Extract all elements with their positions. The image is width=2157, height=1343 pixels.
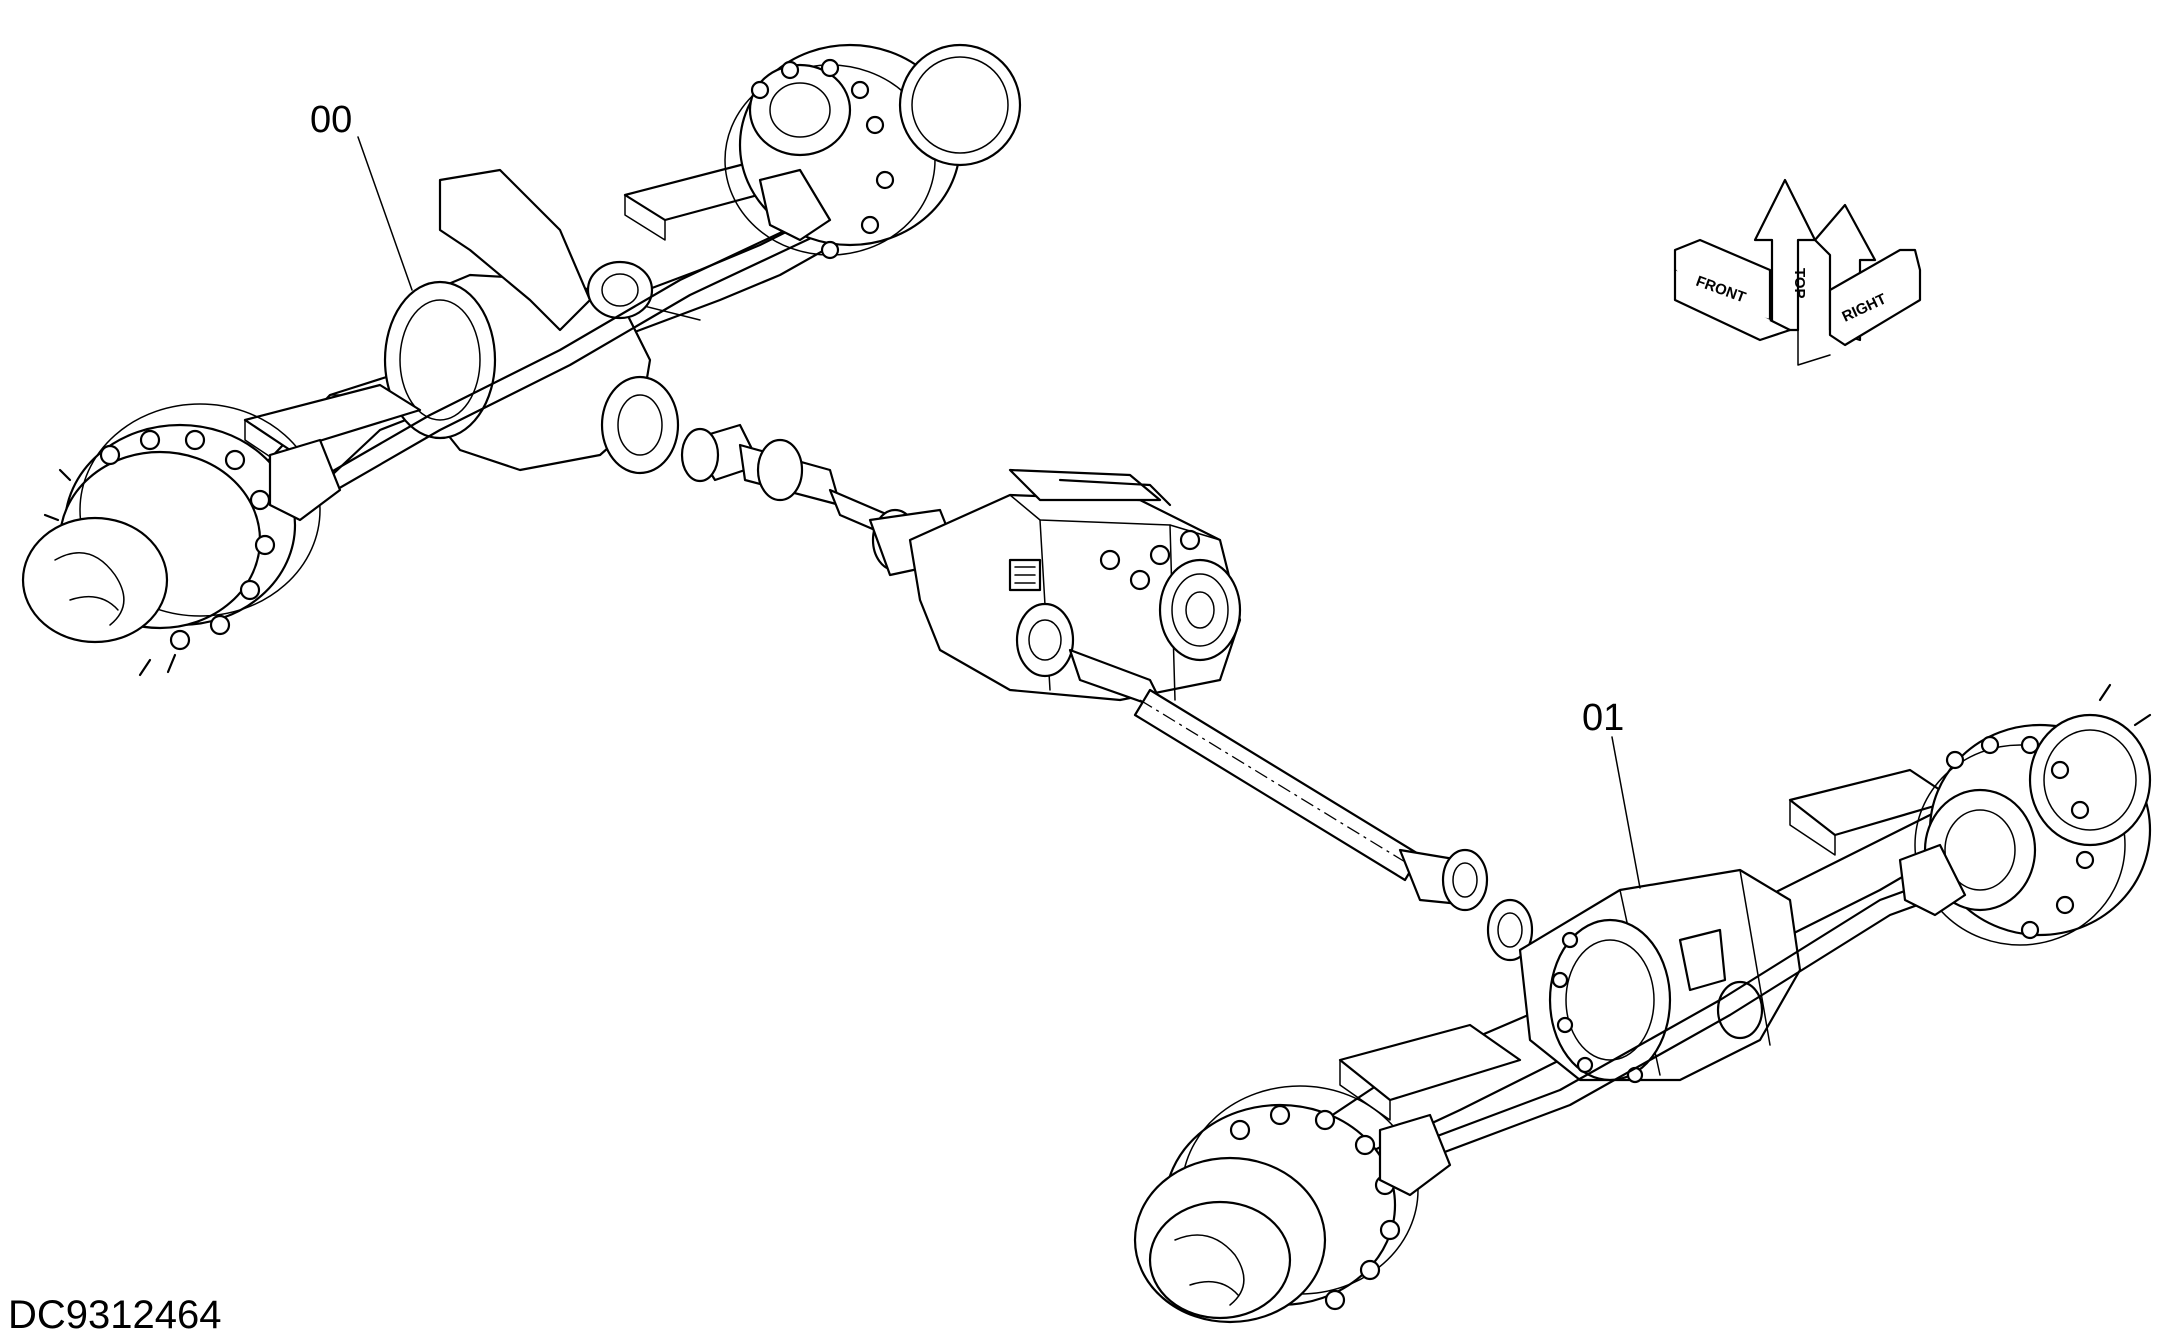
callout-front-axle: 00 bbox=[310, 99, 352, 141]
drawing-number: DC9312464 bbox=[8, 1293, 222, 1337]
orientation-indicator: TOP FRONT RIGHT bbox=[1673, 178, 1922, 366]
front-axle-assembly bbox=[21, 43, 1022, 677]
front-driveshaft bbox=[680, 423, 962, 577]
leader-line-rear-axle bbox=[1611, 736, 1641, 889]
right-arrow-icon bbox=[1828, 248, 1922, 347]
rear-axle-assembly bbox=[1133, 683, 2152, 1324]
callout-rear-axle: 01 bbox=[1582, 697, 1624, 739]
leader-line-front-axle bbox=[357, 136, 413, 291]
rear-driveshaft bbox=[1068, 648, 1489, 912]
transmission-gearbox bbox=[908, 468, 1242, 702]
orientation-top-label: TOP bbox=[1791, 268, 1808, 299]
